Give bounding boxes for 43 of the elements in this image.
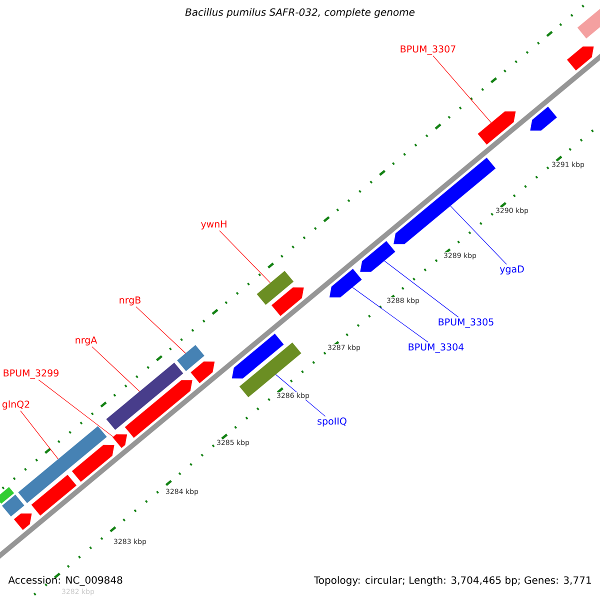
gene-feature xyxy=(360,241,396,272)
gene-feature xyxy=(256,270,294,305)
gene-feature xyxy=(31,474,77,516)
gene-feature xyxy=(566,46,594,70)
leader-line xyxy=(136,306,186,354)
gene-feature xyxy=(106,362,184,430)
gene-feature xyxy=(394,158,496,244)
gene-feature xyxy=(2,494,24,517)
leader-line xyxy=(92,346,140,392)
gene-feature xyxy=(112,434,128,448)
gene-label: BPUM_3307 xyxy=(400,45,456,55)
gene-feature xyxy=(232,334,284,378)
gene-label: ywnH xyxy=(201,220,226,230)
gene-feature xyxy=(177,345,204,372)
genome-info-text: Topology: circular; Length: 3,704,465 bp; Genes: 3,771 xyxy=(314,576,591,586)
leader-line xyxy=(219,230,271,284)
gene-label: BPUM_3304 xyxy=(408,343,464,353)
gene-label: nrgA xyxy=(76,336,98,346)
leader-line xyxy=(432,56,492,123)
gene-feature xyxy=(72,444,114,482)
gene-feature xyxy=(530,106,557,131)
gene-feature xyxy=(124,380,192,438)
title: Bacillus pumilus SAFR-032, complete genome xyxy=(185,8,415,18)
gene-label: nrgB xyxy=(120,296,140,306)
gene-feature xyxy=(271,287,304,316)
gene-label: BPUM_3305 xyxy=(438,318,494,328)
leader-line xyxy=(384,260,459,318)
gene-feature xyxy=(478,111,516,145)
accession-text: Accession: NC_009848 xyxy=(8,576,122,586)
leader-line xyxy=(20,410,58,460)
gene-feature xyxy=(0,486,14,504)
gene-feature xyxy=(329,268,362,298)
gene-label: glnQ2 xyxy=(2,400,30,410)
gene-label: BPUM_3299 xyxy=(4,369,58,379)
leader-line xyxy=(450,206,507,265)
gene-feature xyxy=(18,426,107,504)
leader-line xyxy=(38,380,114,438)
leader-line xyxy=(352,287,428,342)
gene-label: spoIIQ xyxy=(318,417,346,427)
gene-feature xyxy=(577,6,600,38)
gene-label: ygaD xyxy=(500,266,524,274)
gene-feature xyxy=(14,514,32,530)
gene-feature xyxy=(190,362,215,384)
